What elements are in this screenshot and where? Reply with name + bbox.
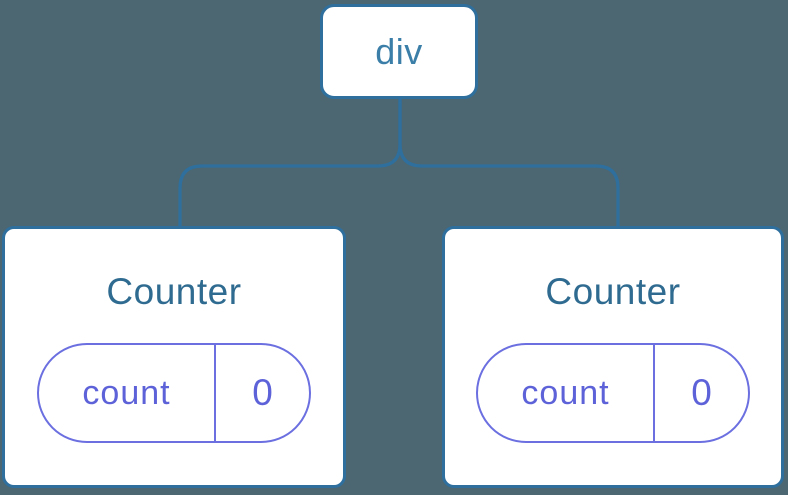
root-node-label: div <box>375 30 423 72</box>
state-key: count <box>39 345 216 441</box>
state-pill: count 0 <box>37 343 311 443</box>
root-node-div: div <box>320 4 478 99</box>
counter-node-left: Counter count 0 <box>2 226 346 488</box>
component-title: Counter <box>545 271 681 312</box>
component-title: Counter <box>106 271 242 312</box>
connector-right-branch <box>398 96 620 230</box>
state-key: count <box>478 345 655 441</box>
state-value: 0 <box>252 372 273 413</box>
connector-left-branch <box>178 96 402 230</box>
counter-node-right: Counter count 0 <box>442 226 784 488</box>
state-value: 0 <box>691 372 712 413</box>
state-pill: count 0 <box>476 343 750 443</box>
